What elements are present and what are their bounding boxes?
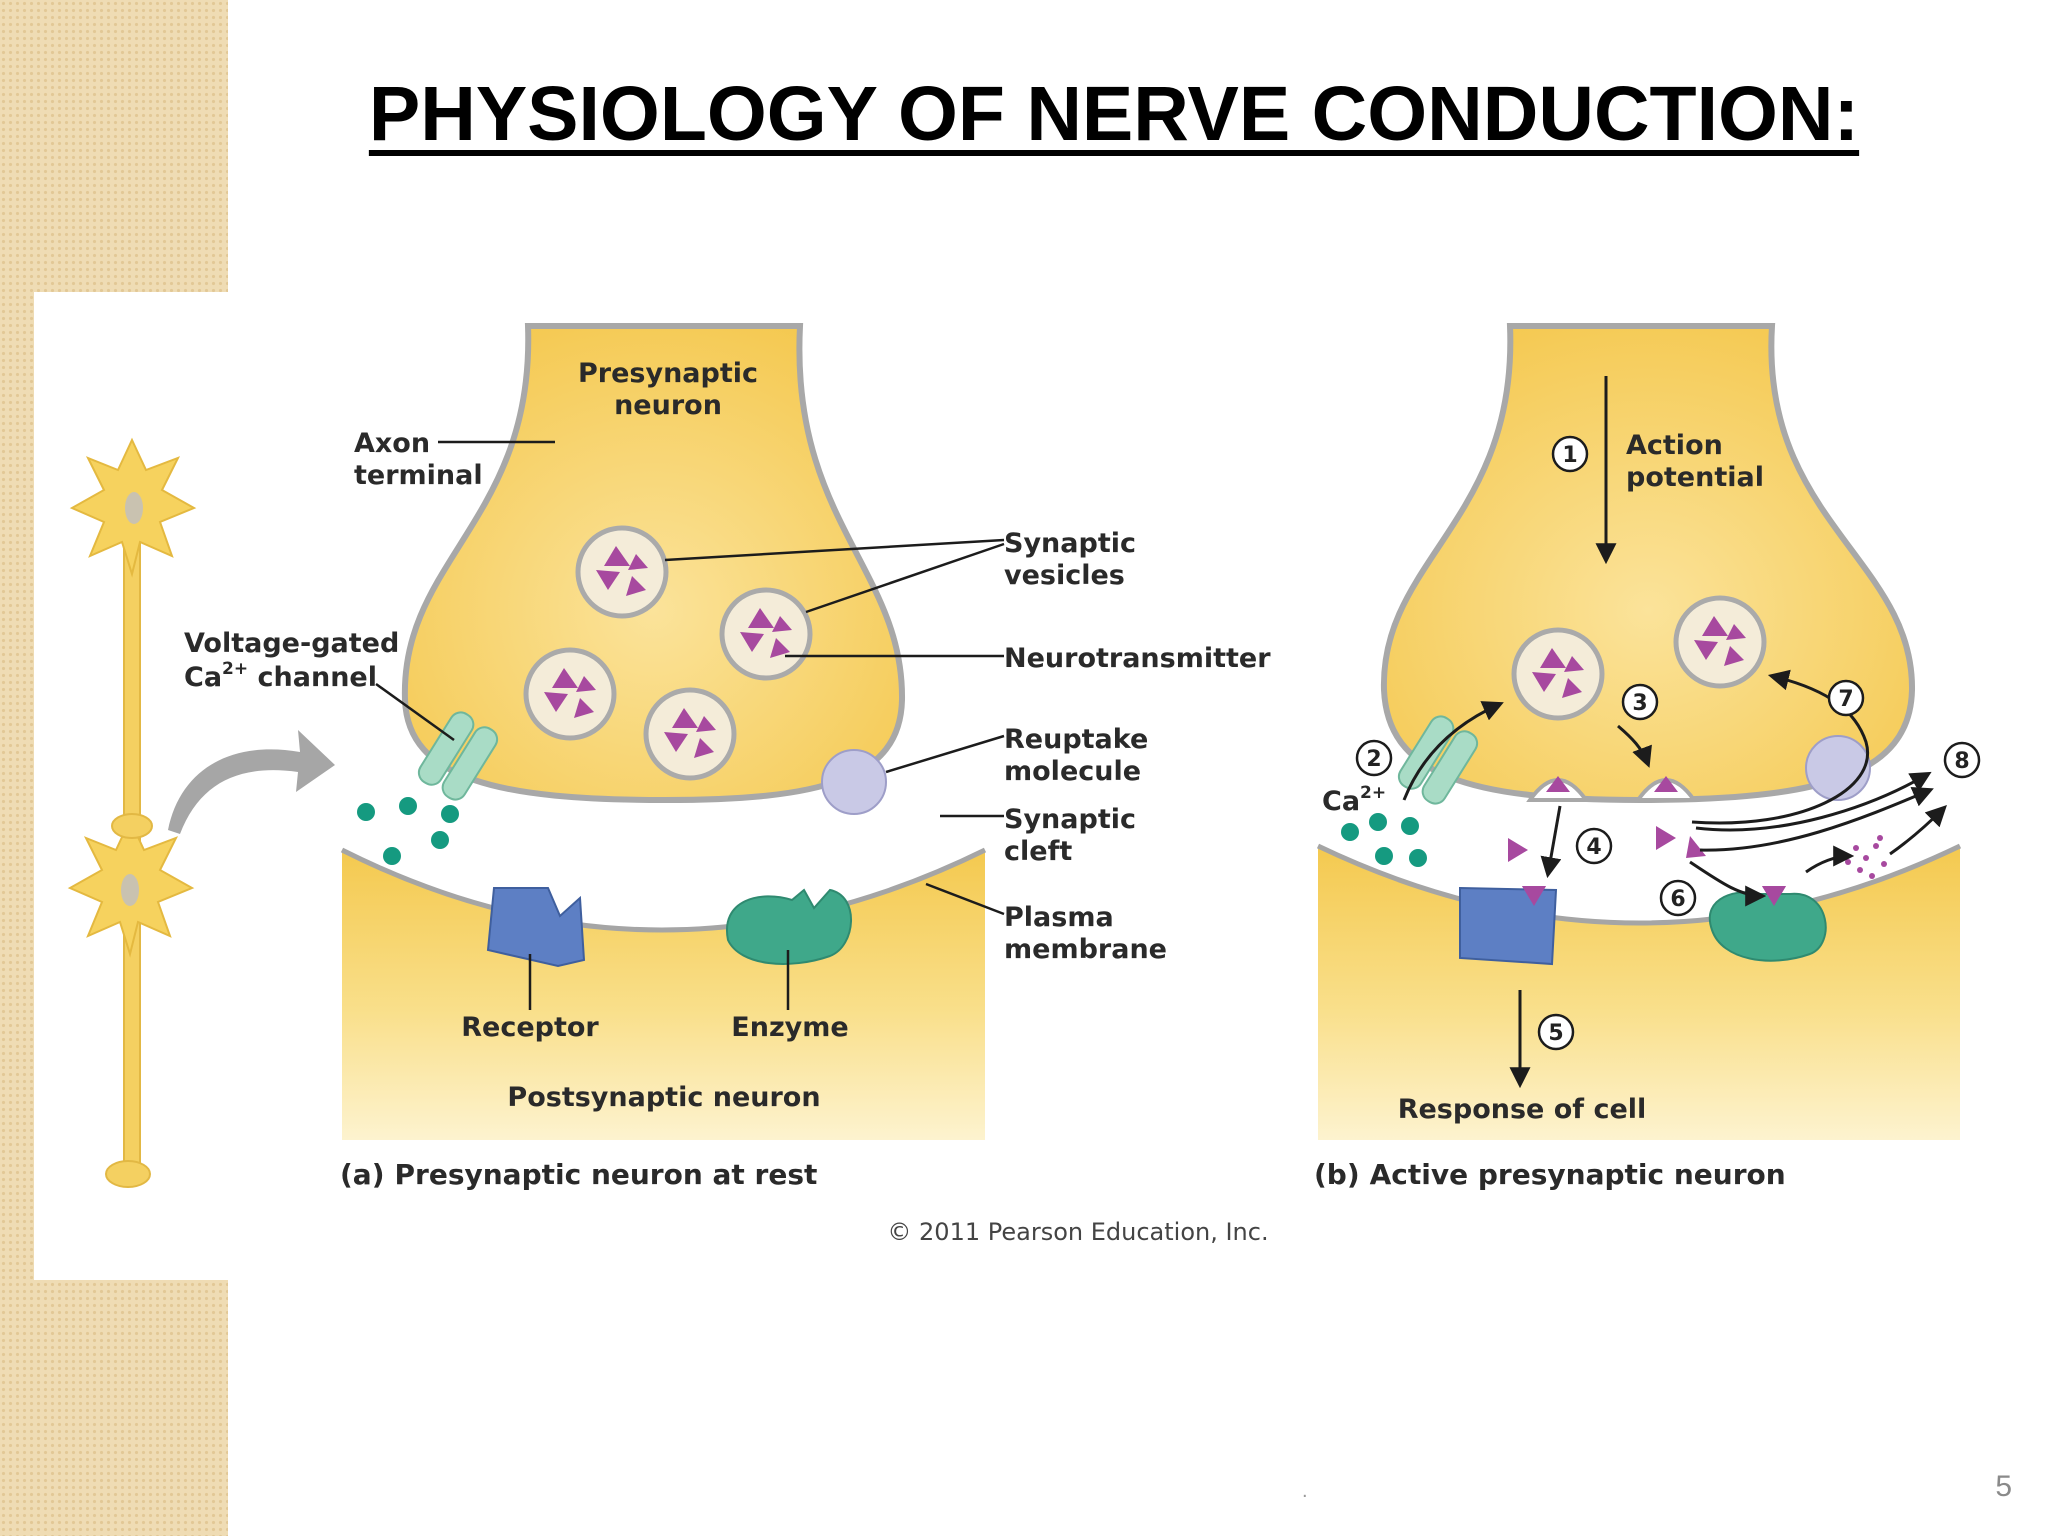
step-7: 7 — [1838, 687, 1853, 712]
label-vesicles-2: vesicles — [1004, 560, 1125, 591]
page-number: 5 — [1995, 1470, 2012, 1503]
step-6: 6 — [1670, 887, 1685, 912]
arrow-step4 — [1540, 805, 1562, 879]
label-plasma-1: Plasma — [1004, 902, 1114, 933]
label-action-2: potential — [1626, 462, 1764, 493]
reuptake-molecule-b — [1805, 735, 1871, 801]
label-reuptake-2: molecule — [1004, 756, 1141, 787]
label-enzyme: Enzyme — [731, 1012, 848, 1043]
caption-a: (a)Presynaptic neuron at rest — [340, 1158, 817, 1191]
label-receptor: Receptor — [461, 1012, 599, 1043]
step-2: 2 — [1366, 747, 1381, 772]
label-vesicles-1: Synaptic — [1004, 528, 1136, 559]
presynaptic-neuron-b — [1380, 323, 1916, 804]
step-5: 5 — [1548, 1021, 1563, 1046]
reuptake-molecule-a — [821, 749, 887, 815]
step-8: 8 — [1954, 749, 1969, 774]
slide-title-wrap: PHYSIOLOGY OF NERVE CONDUCTION: — [0, 70, 2048, 159]
label-plasma-2: membrane — [1004, 934, 1167, 965]
label-presynaptic-1: Presynaptic — [578, 358, 758, 389]
arrow-step6 — [1689, 860, 1767, 907]
panel-a: Presynaptic neuron Axon terminal Synapti… — [184, 323, 1271, 1191]
calcium-ions-a — [357, 797, 459, 865]
arrow-step8-lower — [1699, 786, 1934, 852]
label-response: Response of cell — [1398, 1094, 1647, 1125]
label-voltage-gated: Voltage-gated — [184, 628, 399, 659]
step-4: 4 — [1586, 835, 1601, 860]
calcium-ions-b — [1341, 813, 1427, 867]
receptor-b — [1459, 886, 1558, 966]
label-reuptake-1: Reuptake — [1004, 724, 1148, 755]
neuron-illustration — [67, 437, 335, 1188]
arrow-ca-entry — [1402, 701, 1504, 801]
synaptic-vesicles-a — [523, 525, 813, 781]
label-axon-2: terminal — [354, 460, 483, 491]
label-ca-channel: Ca2+ channel — [184, 659, 377, 693]
footer-dot: . — [1302, 1480, 1308, 1502]
arrow-step7 — [1691, 669, 1870, 825]
step-circles — [1355, 435, 1981, 1051]
receptor-a — [486, 887, 586, 968]
label-axon-1: Axon — [354, 428, 430, 459]
enzyme-b — [1708, 891, 1827, 962]
arrow-diffuse-out — [1889, 805, 1947, 856]
label-neurotransmitter: Neurotransmitter — [1004, 643, 1271, 674]
copyright: © 2011 Pearson Education, Inc. — [887, 1218, 1268, 1246]
caption-b: (b)Active presynaptic neuron — [1314, 1158, 1786, 1191]
enzyme-a — [725, 888, 852, 965]
step-3: 3 — [1632, 691, 1647, 716]
label-cleft-2: cleft — [1004, 836, 1072, 867]
label-postsynaptic: Postsynaptic neuron — [507, 1082, 820, 1113]
voltage-gated-channel-b — [1397, 715, 1479, 805]
panel-b: 1 2 3 4 5 6 7 8 Action potential Ca2+ Re… — [1314, 323, 1981, 1191]
label-action-1: Action — [1626, 430, 1723, 461]
label-cleft-1: Synaptic — [1004, 804, 1136, 835]
step-1: 1 — [1562, 443, 1577, 468]
label-ca-b: Ca2+ — [1322, 783, 1386, 817]
arrow-step3 — [1617, 724, 1652, 768]
label-presynaptic-2: neuron — [614, 390, 722, 421]
synaptic-vesicles-b — [1511, 595, 1767, 721]
plasma-membrane-b — [1316, 843, 1962, 926]
arrow-step8-top — [1695, 771, 1932, 832]
zoom-arrow — [168, 730, 335, 834]
slide-title: PHYSIOLOGY OF NERVE CONDUCTION: — [368, 71, 1860, 157]
plasma-membrane-a — [340, 847, 987, 933]
voltage-gated-channel-a — [417, 711, 499, 801]
arrow-diffuse — [1805, 845, 1855, 874]
